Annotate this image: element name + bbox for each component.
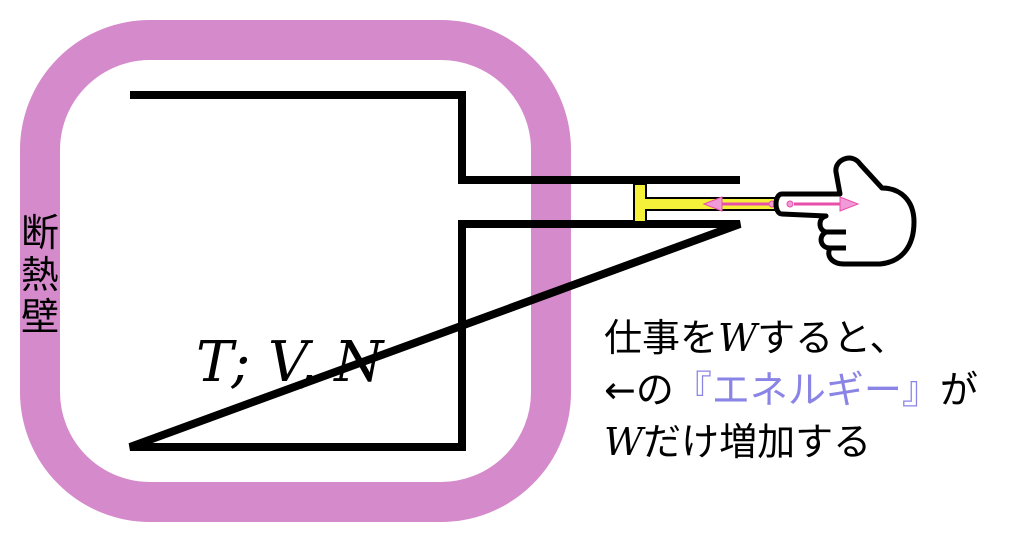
double-arrow-icon [702, 196, 776, 212]
line2-suffix: が [939, 368, 978, 412]
work-symbol: W [718, 316, 758, 360]
line1-suffix: すると、 [757, 316, 908, 360]
description-line-2: ←の『エネルギー』が [604, 364, 978, 416]
wall-label: 断 熱 壁 [18, 212, 62, 338]
line1-prefix: 仕事を [604, 316, 719, 360]
work-symbol: W [604, 420, 644, 464]
pointing-hand-icon [773, 155, 917, 267]
line3-suffix: だけ増加する [643, 420, 872, 464]
wall-label-char: 断 [20, 211, 59, 255]
work-description: 仕事をWすると、 ←の『エネルギー』が Wだけ増加する [604, 312, 978, 468]
adiabatic-wall [20, 20, 571, 522]
wall-label-char: 熱 [20, 253, 59, 297]
description-line-3: Wだけ増加する [604, 416, 978, 468]
energy-highlight: 『エネルギー』 [673, 368, 940, 412]
state-variables-label: T; V, N [196, 330, 384, 395]
description-line-1: 仕事をWすると、 [604, 312, 978, 364]
gas-container [128, 91, 742, 451]
line2-prefix: ←の [604, 368, 674, 412]
left-arrow-icon [786, 196, 860, 212]
wall-label-char: 壁 [20, 295, 59, 339]
